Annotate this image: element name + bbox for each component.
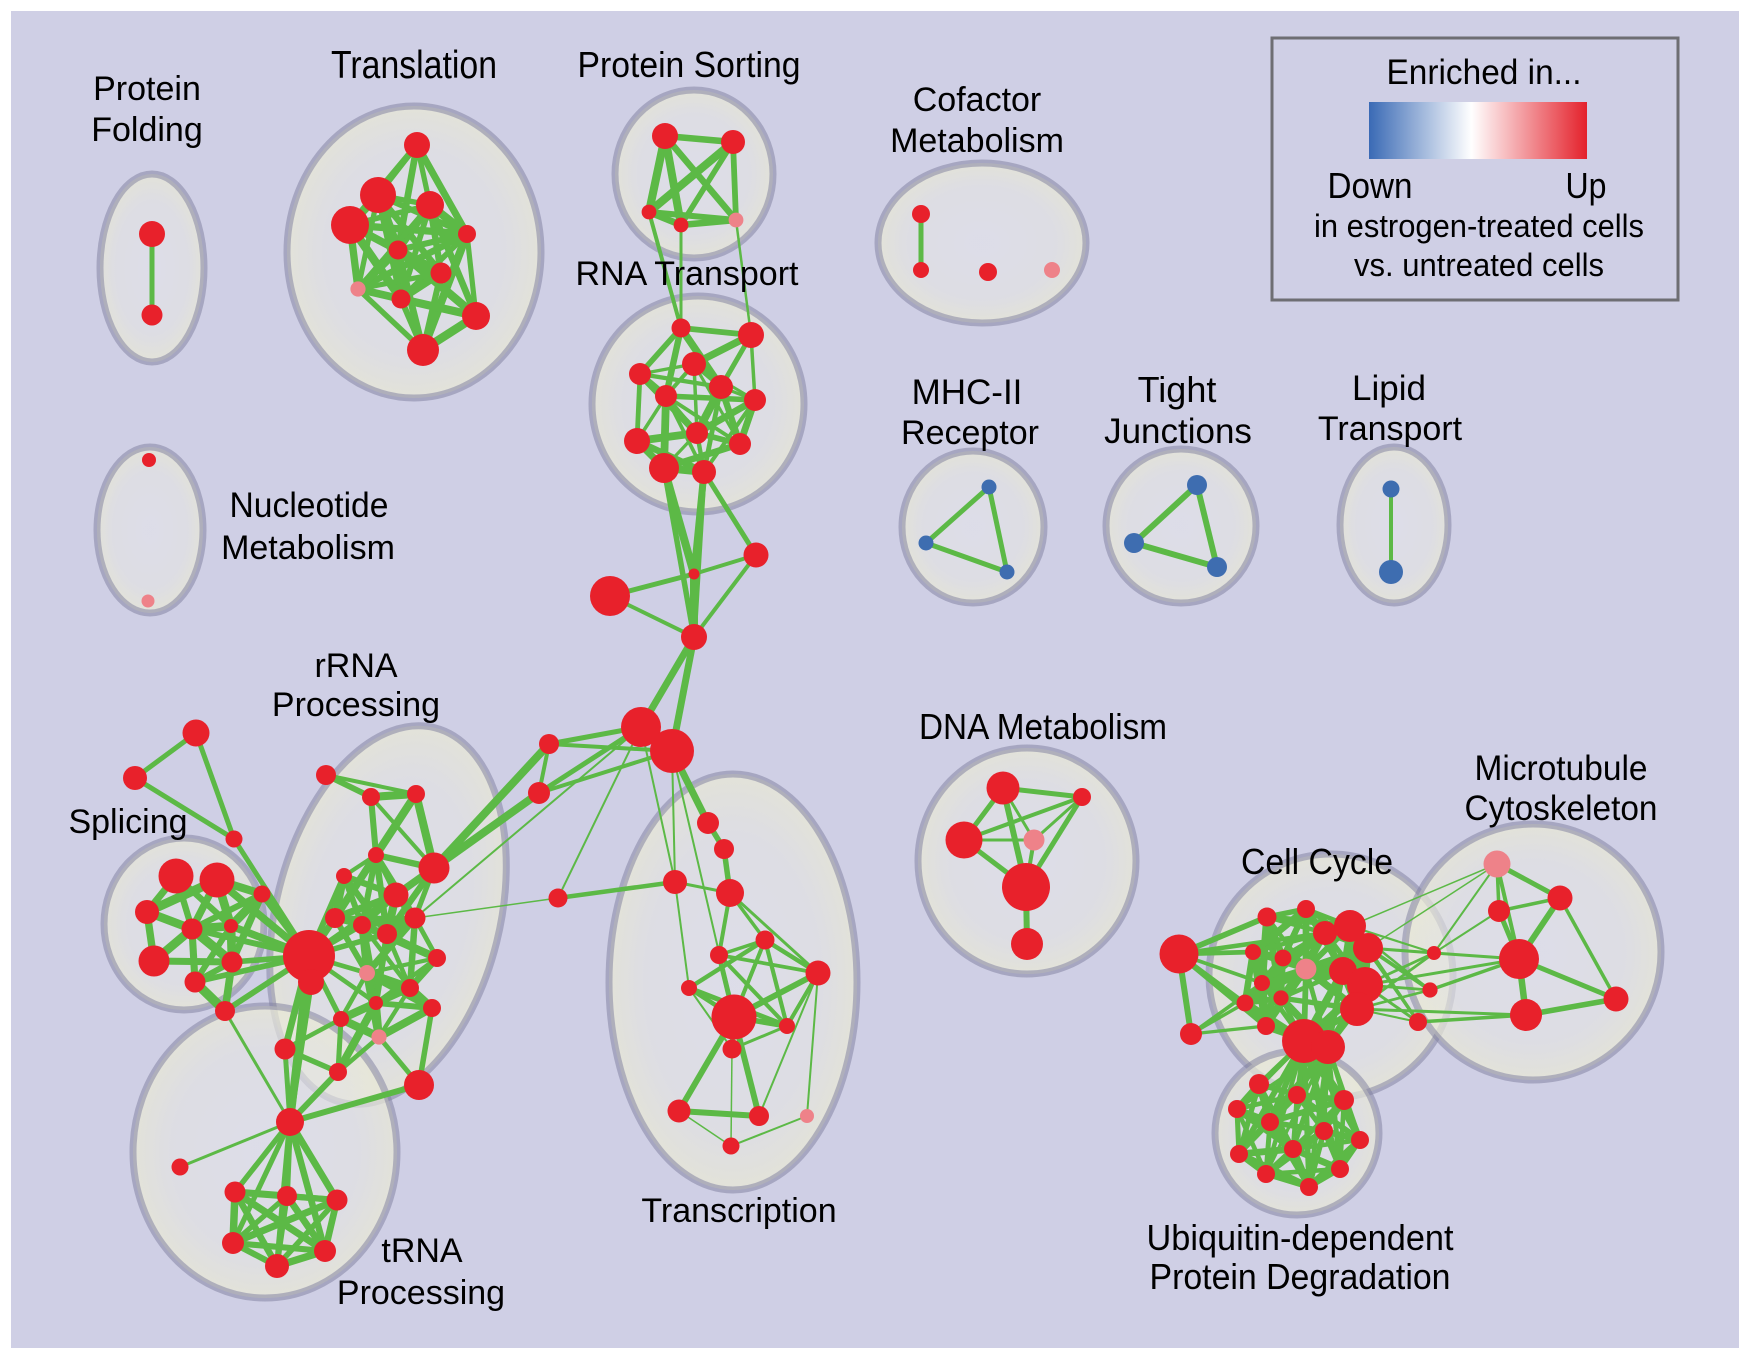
svg-text:Metabolism: Metabolism — [221, 529, 395, 567]
svg-text:Cofactor: Cofactor — [913, 81, 1042, 119]
svg-text:Nucleotide: Nucleotide — [230, 486, 389, 525]
svg-text:Protein: Protein — [93, 70, 201, 108]
svg-text:Microtubule: Microtubule — [1475, 748, 1648, 788]
svg-text:Tight: Tight — [1138, 369, 1217, 410]
svg-text:Processing: Processing — [272, 686, 440, 724]
svg-text:DNA Metabolism: DNA Metabolism — [919, 706, 1167, 747]
svg-text:Protein Degradation: Protein Degradation — [1150, 1256, 1451, 1297]
svg-text:rRNA: rRNA — [314, 647, 397, 685]
svg-text:in estrogen-treated cells: in estrogen-treated cells — [1314, 208, 1644, 244]
svg-text:Translation: Translation — [331, 44, 497, 87]
svg-text:Cell Cycle: Cell Cycle — [1241, 841, 1393, 882]
svg-text:Junctions: Junctions — [1104, 412, 1252, 451]
svg-text:vs. untreated cells: vs. untreated cells — [1354, 247, 1604, 283]
svg-text:Metabolism: Metabolism — [890, 122, 1064, 160]
svg-text:MHC-II: MHC-II — [912, 373, 1023, 412]
svg-text:Transcription: Transcription — [641, 1192, 836, 1230]
svg-text:Folding: Folding — [91, 111, 203, 149]
svg-text:RNA Transport: RNA Transport — [576, 255, 800, 293]
svg-text:Up: Up — [1566, 165, 1607, 206]
svg-text:Enriched in...: Enriched in... — [1387, 52, 1582, 92]
svg-text:Receptor: Receptor — [901, 414, 1039, 452]
svg-text:Processing: Processing — [337, 1274, 505, 1312]
svg-text:Ubiquitin-dependent: Ubiquitin-dependent — [1147, 1217, 1454, 1258]
svg-text:Splicing: Splicing — [68, 803, 187, 841]
svg-text:Transport: Transport — [1318, 410, 1463, 448]
svg-text:Cytoskeleton: Cytoskeleton — [1465, 788, 1658, 828]
svg-text:Protein Sorting: Protein Sorting — [578, 44, 801, 85]
svg-text:tRNA: tRNA — [381, 1232, 463, 1270]
svg-text:Down: Down — [1328, 165, 1413, 206]
svg-text:Lipid: Lipid — [1352, 369, 1426, 408]
